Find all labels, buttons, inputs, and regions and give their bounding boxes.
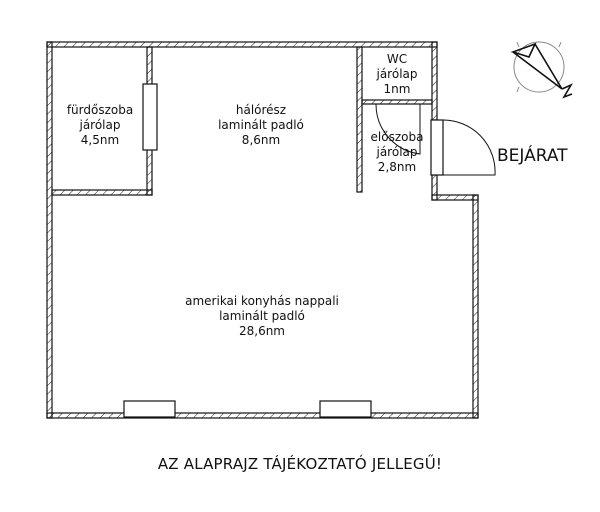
- room-area: 2,8nm: [377, 160, 417, 174]
- walls: [46, 41, 479, 419]
- room-floor: laminált padló: [218, 118, 304, 132]
- room-label-bedroom: hálórész laminált padló 8,6nm: [218, 103, 304, 148]
- room-area: 28,6nm: [238, 324, 285, 338]
- room-label-living: amerikai konyhás nappali laminált padló …: [185, 294, 339, 339]
- room-floor: járólap: [376, 145, 418, 159]
- room-label-hall: előszoba járólap 2,8nm: [371, 130, 424, 175]
- room-name: fürdőszoba: [66, 103, 134, 117]
- room-area: 1nm: [383, 82, 411, 96]
- room-label-bathroom: fürdőszoba járólap 4,5nm: [67, 103, 133, 148]
- entrance-label: BEJÁRAT: [497, 146, 568, 166]
- room-floor: járólap: [376, 67, 418, 81]
- room-label-wc: WC járólap 1nm: [376, 52, 417, 97]
- room-area: 8,6nm: [241, 133, 281, 147]
- room-name: amerikai konyhás nappali: [185, 294, 339, 308]
- room-name: WC: [386, 52, 408, 66]
- room-floor: járólap: [79, 118, 121, 132]
- north-arrow-icon: [510, 41, 573, 99]
- disclaimer: AZ ALAPRAJZ TÁJÉKOZTATÓ JELLEGŰ!: [157, 455, 443, 473]
- wc-door: [375, 103, 421, 155]
- room-name: előszoba: [370, 130, 424, 144]
- room-area: 4,5nm: [80, 133, 120, 147]
- entrance-door: [430, 119, 496, 176]
- room-name: hálórész: [235, 103, 287, 117]
- windows: [123, 83, 372, 418]
- room-floor: laminált padló: [219, 309, 305, 323]
